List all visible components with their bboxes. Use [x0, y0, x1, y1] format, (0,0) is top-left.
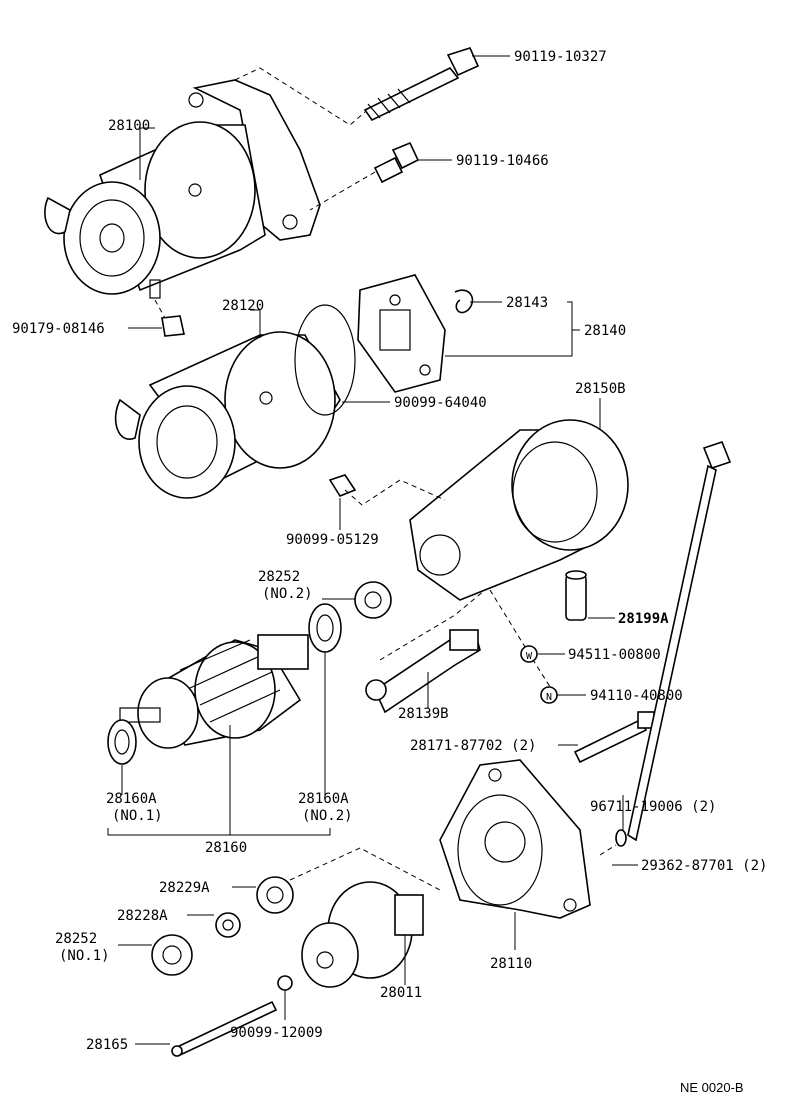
label-29362-87701: 29362-87701 (2)	[641, 858, 767, 874]
ball-90099-12009	[277, 975, 293, 991]
bolt-90119-10327	[363, 47, 480, 122]
lever-28139B	[365, 629, 481, 714]
label-28140: 28140	[584, 323, 626, 339]
label-28228A: 28228A	[117, 908, 168, 924]
bolt-29362-87701	[627, 441, 732, 842]
label-28160A-no2: 28160A	[298, 791, 349, 807]
yoke-28120	[114, 304, 356, 499]
label-28165: 28165	[86, 1037, 128, 1053]
svg-text:W: W	[526, 651, 533, 662]
retainer-28228A	[215, 912, 241, 938]
bolt-28171-87702	[573, 711, 655, 764]
bolt-90119-10466	[373, 141, 420, 184]
label-no2-bearing: (NO.2)	[302, 808, 353, 824]
brush-holder-28140	[357, 274, 446, 393]
label-28011: 28011	[380, 985, 422, 1001]
leader-lines	[107, 55, 638, 1045]
label-28160: 28160	[205, 840, 247, 856]
nut-90179-08146	[161, 315, 185, 337]
gear-28252-no1	[151, 934, 193, 976]
spring-28143	[454, 289, 474, 314]
label-28110: 28110	[490, 956, 532, 972]
armature-28160	[119, 634, 309, 749]
label-94110-40800: 94110-40800	[590, 688, 683, 704]
label-90119-10466: 90119-10466	[456, 153, 549, 169]
washer-96711-19006	[615, 829, 627, 847]
reference-code: NE 0020-B	[680, 1080, 744, 1095]
marker-n: N	[540, 686, 558, 704]
housing-28150B	[409, 419, 629, 601]
label-90099-64040: 90099-64040	[394, 395, 487, 411]
label-28229A: 28229A	[159, 880, 210, 896]
marker-w: W	[520, 645, 538, 663]
bearing-28160A-no1	[107, 719, 137, 765]
gear-28252-no2	[354, 581, 392, 619]
label-28150B: 28150B	[575, 381, 626, 397]
label-28100: 28100	[108, 118, 150, 134]
plug-28199A	[565, 570, 587, 621]
clutch-28011	[301, 881, 424, 988]
label-90099-12009: 90099-12009	[230, 1025, 323, 1041]
label-no1-gear: (NO.1)	[59, 948, 110, 964]
label-90099-05129: 90099-05129	[286, 532, 379, 548]
label-90179-08146: 90179-08146	[12, 321, 105, 337]
label-28120: 28120	[222, 298, 264, 314]
label-28252-no1: 28252	[55, 931, 97, 947]
label-28143: 28143	[506, 295, 548, 311]
label-28139B: 28139B	[398, 706, 449, 722]
label-96711-19006: 96711-19006 (2)	[590, 799, 716, 815]
spring-28165	[171, 1000, 278, 1057]
label-28160A-no1: 28160A	[106, 791, 157, 807]
label-94511-00800: 94511-00800	[568, 647, 661, 663]
label-no2-gear: (NO.2)	[262, 586, 313, 602]
gear-28229A	[256, 876, 294, 914]
starter-assembly-28100	[44, 79, 321, 299]
label-90119-10327: 90119-10327	[514, 49, 607, 65]
bearing-28160A-no2	[308, 603, 342, 653]
svg-text:N: N	[546, 692, 552, 703]
label-no1-bearing: (NO.1)	[112, 808, 163, 824]
label-28171-87702: 28171-87702 (2)	[410, 738, 536, 754]
label-28252-no2: 28252	[258, 569, 300, 585]
start-housing-28110	[439, 759, 591, 919]
label-28199A: 28199A	[618, 611, 669, 627]
nut-90099-05129	[328, 474, 357, 497]
